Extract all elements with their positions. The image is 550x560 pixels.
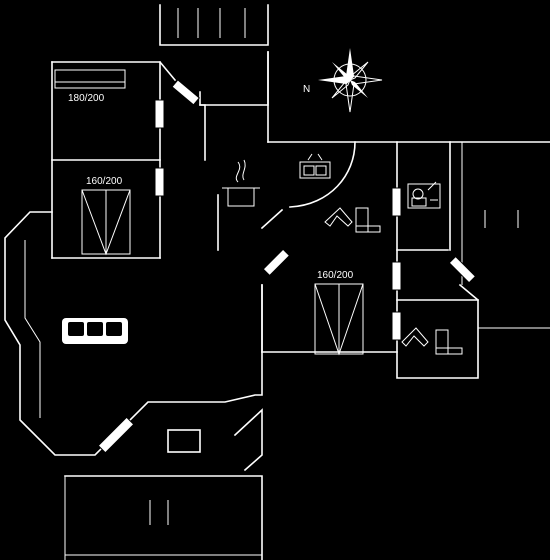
door-bath2 [391,311,402,341]
door-bedroom3 [262,248,291,277]
wall-entry-inner [199,104,206,161]
wall-bedroom1-top [51,61,177,82]
wall-entry [199,51,269,106]
door-annex [448,255,477,284]
wall-living-outer [4,211,263,456]
bed-left-label: 160/200 [86,176,123,187]
fireplace [167,429,201,453]
door-bath1 [391,187,402,217]
bed-icon: 180/200 160/200 160/200 [54,69,364,356]
kitchen-sink-icon [299,153,331,179]
wall-terrace [64,475,263,560]
wall-bedroom3 [260,208,398,353]
door-entry [171,79,201,106]
door-bedroom1 [154,99,165,129]
bed-upper-frame [54,69,126,89]
washbasin-icon [407,181,441,209]
compass-north-label: N [303,84,310,95]
wall-top-annex [159,4,269,46]
walls [4,4,550,560]
door-hall [391,261,402,291]
door-bedroom2 [154,167,165,197]
cooking-pot-icon [222,159,260,207]
wall-living-inner-curve [24,240,41,418]
toilet-icon [324,207,463,355]
door-terrace [97,416,135,454]
compass-rose-icon [318,48,383,113]
doors [97,79,477,454]
wall-bottom-angle [233,408,263,472]
kitchen-counter-arc [289,141,356,208]
sofa-icon [62,318,128,344]
bed-upper-label: 180/200 [68,93,105,104]
bed-right-label: 160/200 [317,270,354,281]
